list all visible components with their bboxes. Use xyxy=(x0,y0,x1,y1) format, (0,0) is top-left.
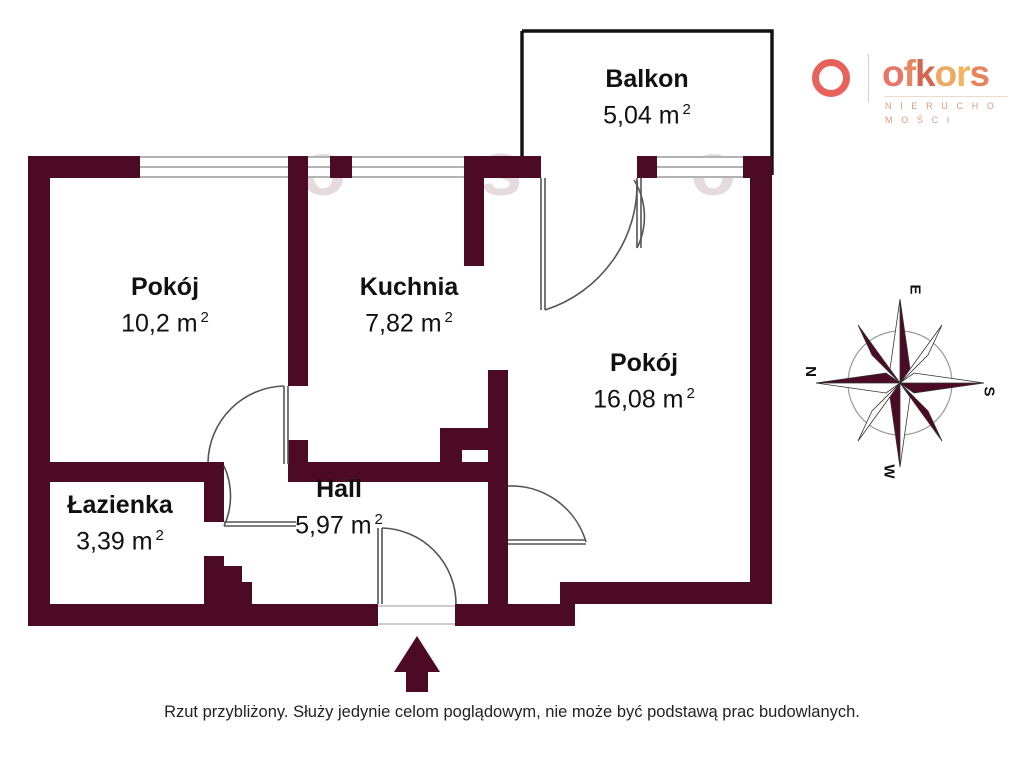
brand-logo: ofkors N I E R U C H O M O Ś C I xyxy=(806,52,1011,125)
room-name: Balkon xyxy=(605,65,689,93)
compass-icon xyxy=(815,298,985,468)
compass-label-left: N xyxy=(801,366,819,377)
logo-ring-icon xyxy=(812,59,850,97)
brand-name: ofkors xyxy=(882,53,990,94)
brand-tagline: N I E R U C H O M O Ś C I xyxy=(885,101,998,125)
logo-rule xyxy=(884,96,1008,97)
room-name: Hall xyxy=(316,475,362,503)
room-name: Pokój xyxy=(130,273,200,301)
entrance-arrow xyxy=(394,636,440,692)
compass-label-right: S xyxy=(980,386,998,397)
door-group xyxy=(207,178,646,625)
walls xyxy=(28,156,772,626)
room-name: Pokój xyxy=(609,349,679,377)
room-name: Łazienka xyxy=(67,491,173,519)
balcony-outline xyxy=(520,29,774,175)
compass-label-bottom: W xyxy=(880,464,898,479)
room-name: Kuchnia xyxy=(359,273,459,301)
disclaimer-caption: Rzut przybliżony. Służy jedynie celom po… xyxy=(164,703,860,721)
logo-divider xyxy=(868,54,869,102)
compass-rose: E N S W xyxy=(800,283,1000,483)
compass-label-top: E xyxy=(906,284,924,295)
